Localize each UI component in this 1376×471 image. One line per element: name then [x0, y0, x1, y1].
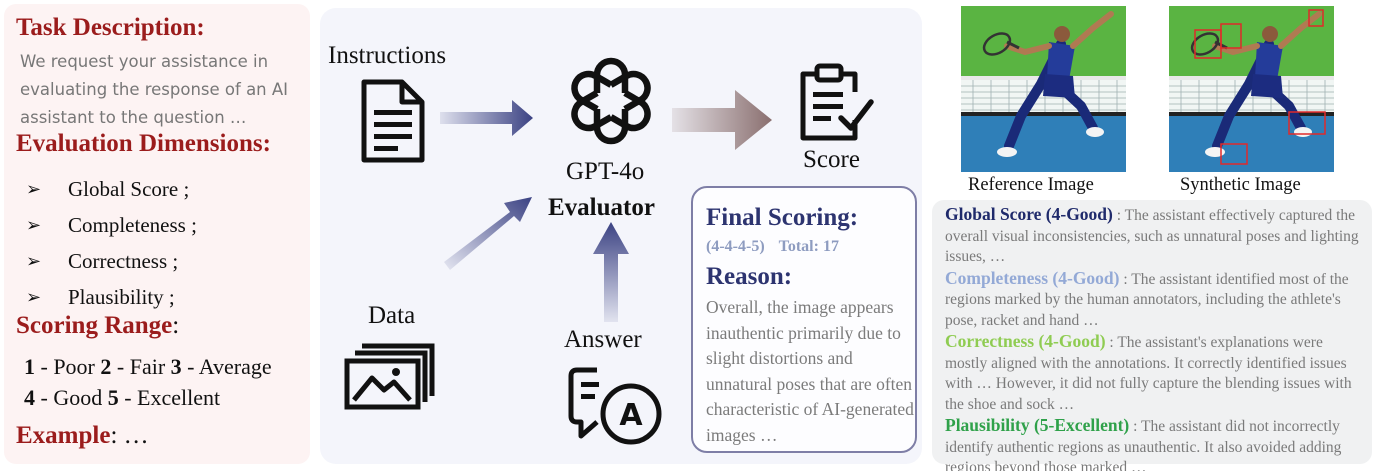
synthetic-image-caption: Synthetic Image: [1180, 175, 1301, 195]
feedback-global-score: Global Score (4-Good) : The assistant ef…: [945, 204, 1364, 268]
feedback-plausibility: Plausibility (5-Excellent) : The assista…: [945, 415, 1364, 471]
instructions-arrow: [440, 100, 533, 136]
evaluator-label: Evaluator: [548, 194, 655, 221]
answer-label: Answer: [564, 326, 642, 353]
final-scoring-box: Final Scoring: (4-4-4-5) Total: 17 Reason…: [691, 186, 917, 453]
dimension-label: Plausibility ;: [68, 284, 175, 309]
arrow-bullet-icon: ➢: [26, 214, 42, 235]
dimension-label: Global Score ;: [68, 176, 190, 201]
dimension-scores: (4-4-4-5): [706, 238, 765, 255]
instructions-label: Instructions: [328, 42, 447, 69]
task-panel: Task Description: We request your assist…: [4, 4, 310, 464]
reference-image: [961, 6, 1126, 172]
arrow-bullet-icon: ➢: [26, 286, 42, 307]
dimension-feedback-panel: Global Score (4-Good) : The assistant ef…: [932, 200, 1372, 471]
dimension-label: Completeness ;: [68, 212, 197, 237]
dimension-feedback: : The assistant identified most of the r…: [945, 270, 1349, 329]
final-scoring-title: Final Scoring:: [706, 204, 859, 231]
scoring-range-line-1: 1 - Poor 2 - Fair 3 - Average: [24, 354, 272, 379]
arrow-bullet-icon: ➢: [26, 250, 42, 271]
evaluation-dimensions-title: Evaluation Dimensions:: [16, 130, 271, 157]
dimension-title: Global Score (4-Good): [945, 204, 1113, 224]
data-label: Data: [368, 302, 416, 329]
model-label: GPT-4o: [566, 158, 645, 185]
reference-image-caption: Reference Image: [968, 175, 1094, 195]
openai-logo-icon: [571, 57, 651, 145]
clipboard-check-icon: [800, 63, 874, 141]
answer-letter: A: [619, 398, 643, 433]
dimension-item: ➢ Correctness ;: [26, 243, 197, 279]
synthetic-image: [1169, 6, 1334, 172]
images-icon: [344, 343, 435, 410]
dimension-item: ➢ Global Score ;: [26, 171, 197, 207]
dimension-feedback: : The assistant's explanations were most…: [945, 334, 1352, 413]
task-description-title: Task Description:: [16, 14, 205, 41]
scoring-range-line-2: 4 - Good 5 - Excellent: [24, 385, 221, 410]
score-label: Score: [803, 146, 860, 173]
final-score-values: (4-4-4-5) Total: 17: [706, 238, 853, 256]
scoring-range-title: Scoring Range:: [16, 312, 180, 339]
document-icon: [361, 79, 425, 163]
example-title: Example: …: [16, 422, 149, 449]
dimension-list: ➢ Global Score ; ➢ Completeness ; ➢ Correct…: [26, 171, 197, 315]
dimension-item: ➢ Completeness ;: [26, 207, 197, 243]
data-arrow: [444, 197, 532, 270]
answer-arrow: [593, 222, 629, 322]
feedback-correctness: Correctness (4-Good) : The assistant's e…: [945, 331, 1364, 415]
dimension-title: Correctness (4-Good): [945, 331, 1106, 351]
feedback-completeness: Completeness (4-Good) : The assistant id…: [945, 268, 1364, 332]
answer-chat-icon: A: [568, 367, 662, 445]
reason-text: Overall, the image appears inauthentic p…: [706, 297, 914, 445]
annotation-boxes: [1194, 9, 1326, 165]
task-description-text: We request your assistance in evaluating…: [20, 52, 289, 127]
arrow-bullet-icon: ➢: [26, 178, 42, 199]
reason-title: Reason:: [706, 263, 793, 290]
dimension-title: Completeness (4-Good): [945, 267, 1120, 288]
dimension-title: Plausibility (5-Excellent): [945, 415, 1130, 435]
dimension-feedback: : The assistant effectively captured the…: [945, 207, 1359, 265]
total-score: Total: 17: [778, 238, 839, 255]
dimension-feedback: : The assistant did not incorrectly iden…: [945, 418, 1342, 471]
score-arrow: [672, 90, 772, 150]
dimension-label: Correctness ;: [68, 248, 179, 273]
dimension-item: ➢ Plausibility ;: [26, 279, 197, 315]
